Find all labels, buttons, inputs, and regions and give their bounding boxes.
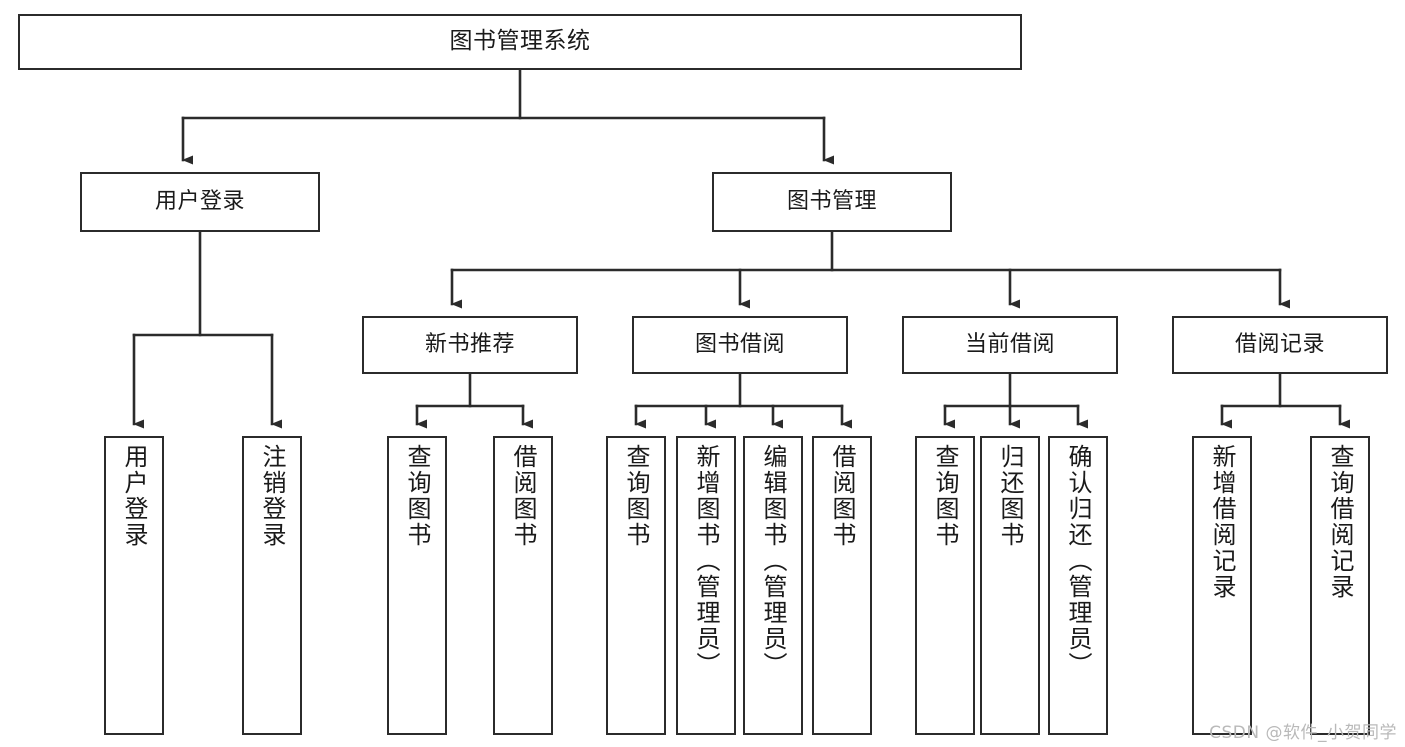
node-leaf-add-book-admin[interactable]: 新增图书（管理员） [676, 436, 736, 735]
node-leaf-logout-label: 注销登录 [258, 444, 286, 548]
node-leaf-edit-book-admin[interactable]: 编辑图书（管理员） [743, 436, 803, 735]
node-leaf-user-login-label: 用户登录 [120, 444, 148, 548]
node-user-login-label: 用户登录 [154, 189, 245, 215]
node-book-borrow-label: 图书借阅 [694, 332, 785, 358]
node-leaf-query-book-borrow[interactable]: 查询图书 [606, 436, 666, 735]
node-book-management[interactable]: 图书管理 [712, 172, 952, 232]
node-leaf-query-book-current[interactable]: 查询图书 [915, 436, 975, 735]
node-book-borrow[interactable]: 图书借阅 [632, 316, 848, 374]
node-leaf-logout[interactable]: 注销登录 [242, 436, 302, 735]
node-current-borrow[interactable]: 当前借阅 [902, 316, 1118, 374]
watermark: CSDN @软件_小贺同学 [1209, 723, 1397, 743]
node-borrow-record-label: 借阅记录 [1234, 332, 1325, 358]
node-new-book-recommend[interactable]: 新书推荐 [362, 316, 578, 374]
node-leaf-borrow-book-recommend[interactable]: 借阅图书 [493, 436, 553, 735]
node-leaf-return-book[interactable]: 归还图书 [980, 436, 1040, 735]
node-leaf-add-borrow-record-label: 新增借阅记录 [1208, 444, 1236, 600]
node-root[interactable]: 图书管理系统 [18, 14, 1022, 70]
node-leaf-add-borrow-record[interactable]: 新增借阅记录 [1192, 436, 1252, 735]
node-root-label: 图书管理系统 [449, 28, 591, 55]
node-borrow-record[interactable]: 借阅记录 [1172, 316, 1388, 374]
node-leaf-confirm-return-admin[interactable]: 确认归还（管理员） [1048, 436, 1108, 735]
node-leaf-borrow-book[interactable]: 借阅图书 [812, 436, 872, 735]
node-leaf-confirm-return-admin-label: 确认归还（管理员） [1064, 444, 1092, 678]
node-book-management-label: 图书管理 [786, 189, 877, 215]
node-leaf-query-book-borrow-label: 查询图书 [622, 444, 650, 548]
node-leaf-borrow-book-label: 借阅图书 [828, 444, 856, 548]
node-leaf-return-book-label: 归还图书 [996, 444, 1024, 548]
node-leaf-user-login[interactable]: 用户登录 [104, 436, 164, 735]
node-leaf-query-book-current-label: 查询图书 [931, 444, 959, 548]
node-user-login[interactable]: 用户登录 [80, 172, 320, 232]
node-leaf-borrow-book-recommend-label: 借阅图书 [509, 444, 537, 548]
node-leaf-query-book-recommend[interactable]: 查询图书 [387, 436, 447, 735]
node-current-borrow-label: 当前借阅 [964, 332, 1055, 358]
node-leaf-query-borrow-record[interactable]: 查询借阅记录 [1310, 436, 1370, 735]
node-leaf-edit-book-admin-label: 编辑图书（管理员） [759, 444, 787, 678]
node-leaf-add-book-admin-label: 新增图书（管理员） [692, 444, 720, 678]
node-leaf-query-book-recommend-label: 查询图书 [403, 444, 431, 548]
node-leaf-query-borrow-record-label: 查询借阅记录 [1326, 444, 1354, 600]
node-new-book-recommend-label: 新书推荐 [424, 332, 515, 358]
